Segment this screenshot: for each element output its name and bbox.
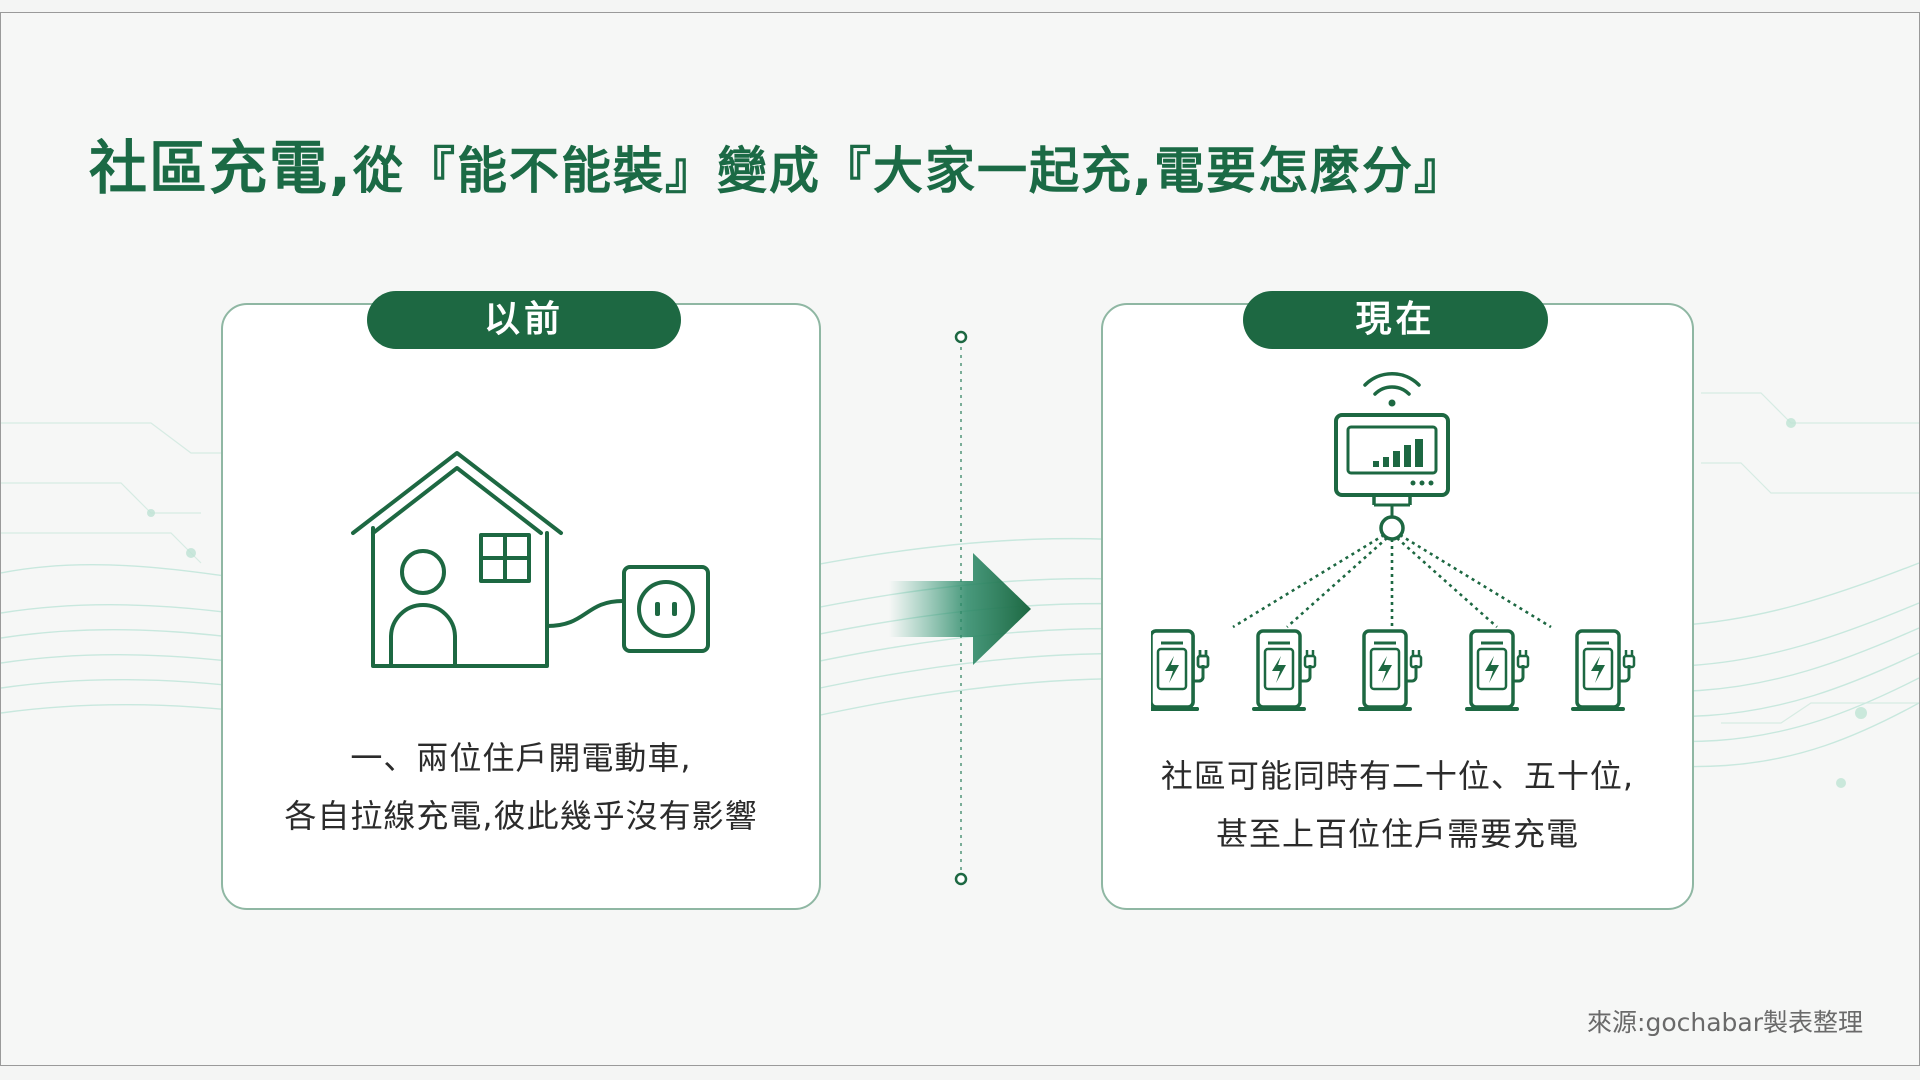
center-divider [889, 330, 1031, 886]
ev-charger-icon [1571, 629, 1636, 711]
ev-charger-icon [1252, 629, 1317, 711]
power-outlet-icon [622, 565, 710, 653]
page-title: 社區充電,從『能不能裝』變成『大家一起充,電要怎麼分』 [89, 121, 1466, 205]
after-label-pill: 現在 [1243, 291, 1548, 349]
before-label-pill: 以前 [367, 291, 681, 349]
before-line-2: 各自拉線充電,彼此幾乎沒有影響 [284, 797, 758, 835]
before-card: 一、兩位住戶開電動車, 各自拉線充電,彼此幾乎沒有影響 [221, 303, 821, 910]
ev-charger-icon [1358, 629, 1423, 711]
source-note: 來源:gochabar製表整理 [1587, 1008, 1863, 1037]
house-icon [351, 451, 563, 668]
arrow-right-icon [889, 553, 1031, 665]
after-card: 社區可能同時有二十位、五十位, 甚至上百位住戶需要充電 [1101, 303, 1694, 910]
power-cable [545, 599, 625, 628]
after-line-2: 甚至上百位住戶需要充電 [1215, 815, 1579, 853]
ev-charger-icon [1465, 629, 1530, 711]
after-line-1: 社區可能同時有二十位、五十位, [1160, 757, 1635, 795]
after-description: 社區可能同時有二十位、五十位, 甚至上百位住戶需要充電 [1103, 747, 1692, 863]
before-description: 一、兩位住戶開電動車, 各自拉線充電,彼此幾乎沒有影響 [223, 729, 819, 845]
before-line-1: 一、兩位住戶開電動車, [350, 739, 692, 777]
slide: 社區充電,從『能不能裝』變成『大家一起充,電要怎麼分』 [0, 12, 1920, 1066]
title-part-1: 社區充電, [89, 134, 354, 202]
title-part-2: 從『能不能裝』變成『大家一起充,電要怎麼分』 [353, 142, 1467, 200]
house-with-outlet-illustration [351, 451, 710, 668]
wifi-icon [1363, 371, 1421, 396]
energy-monitor-icon [1334, 413, 1450, 507]
shared-charging-network-illustration [1151, 371, 1636, 711]
